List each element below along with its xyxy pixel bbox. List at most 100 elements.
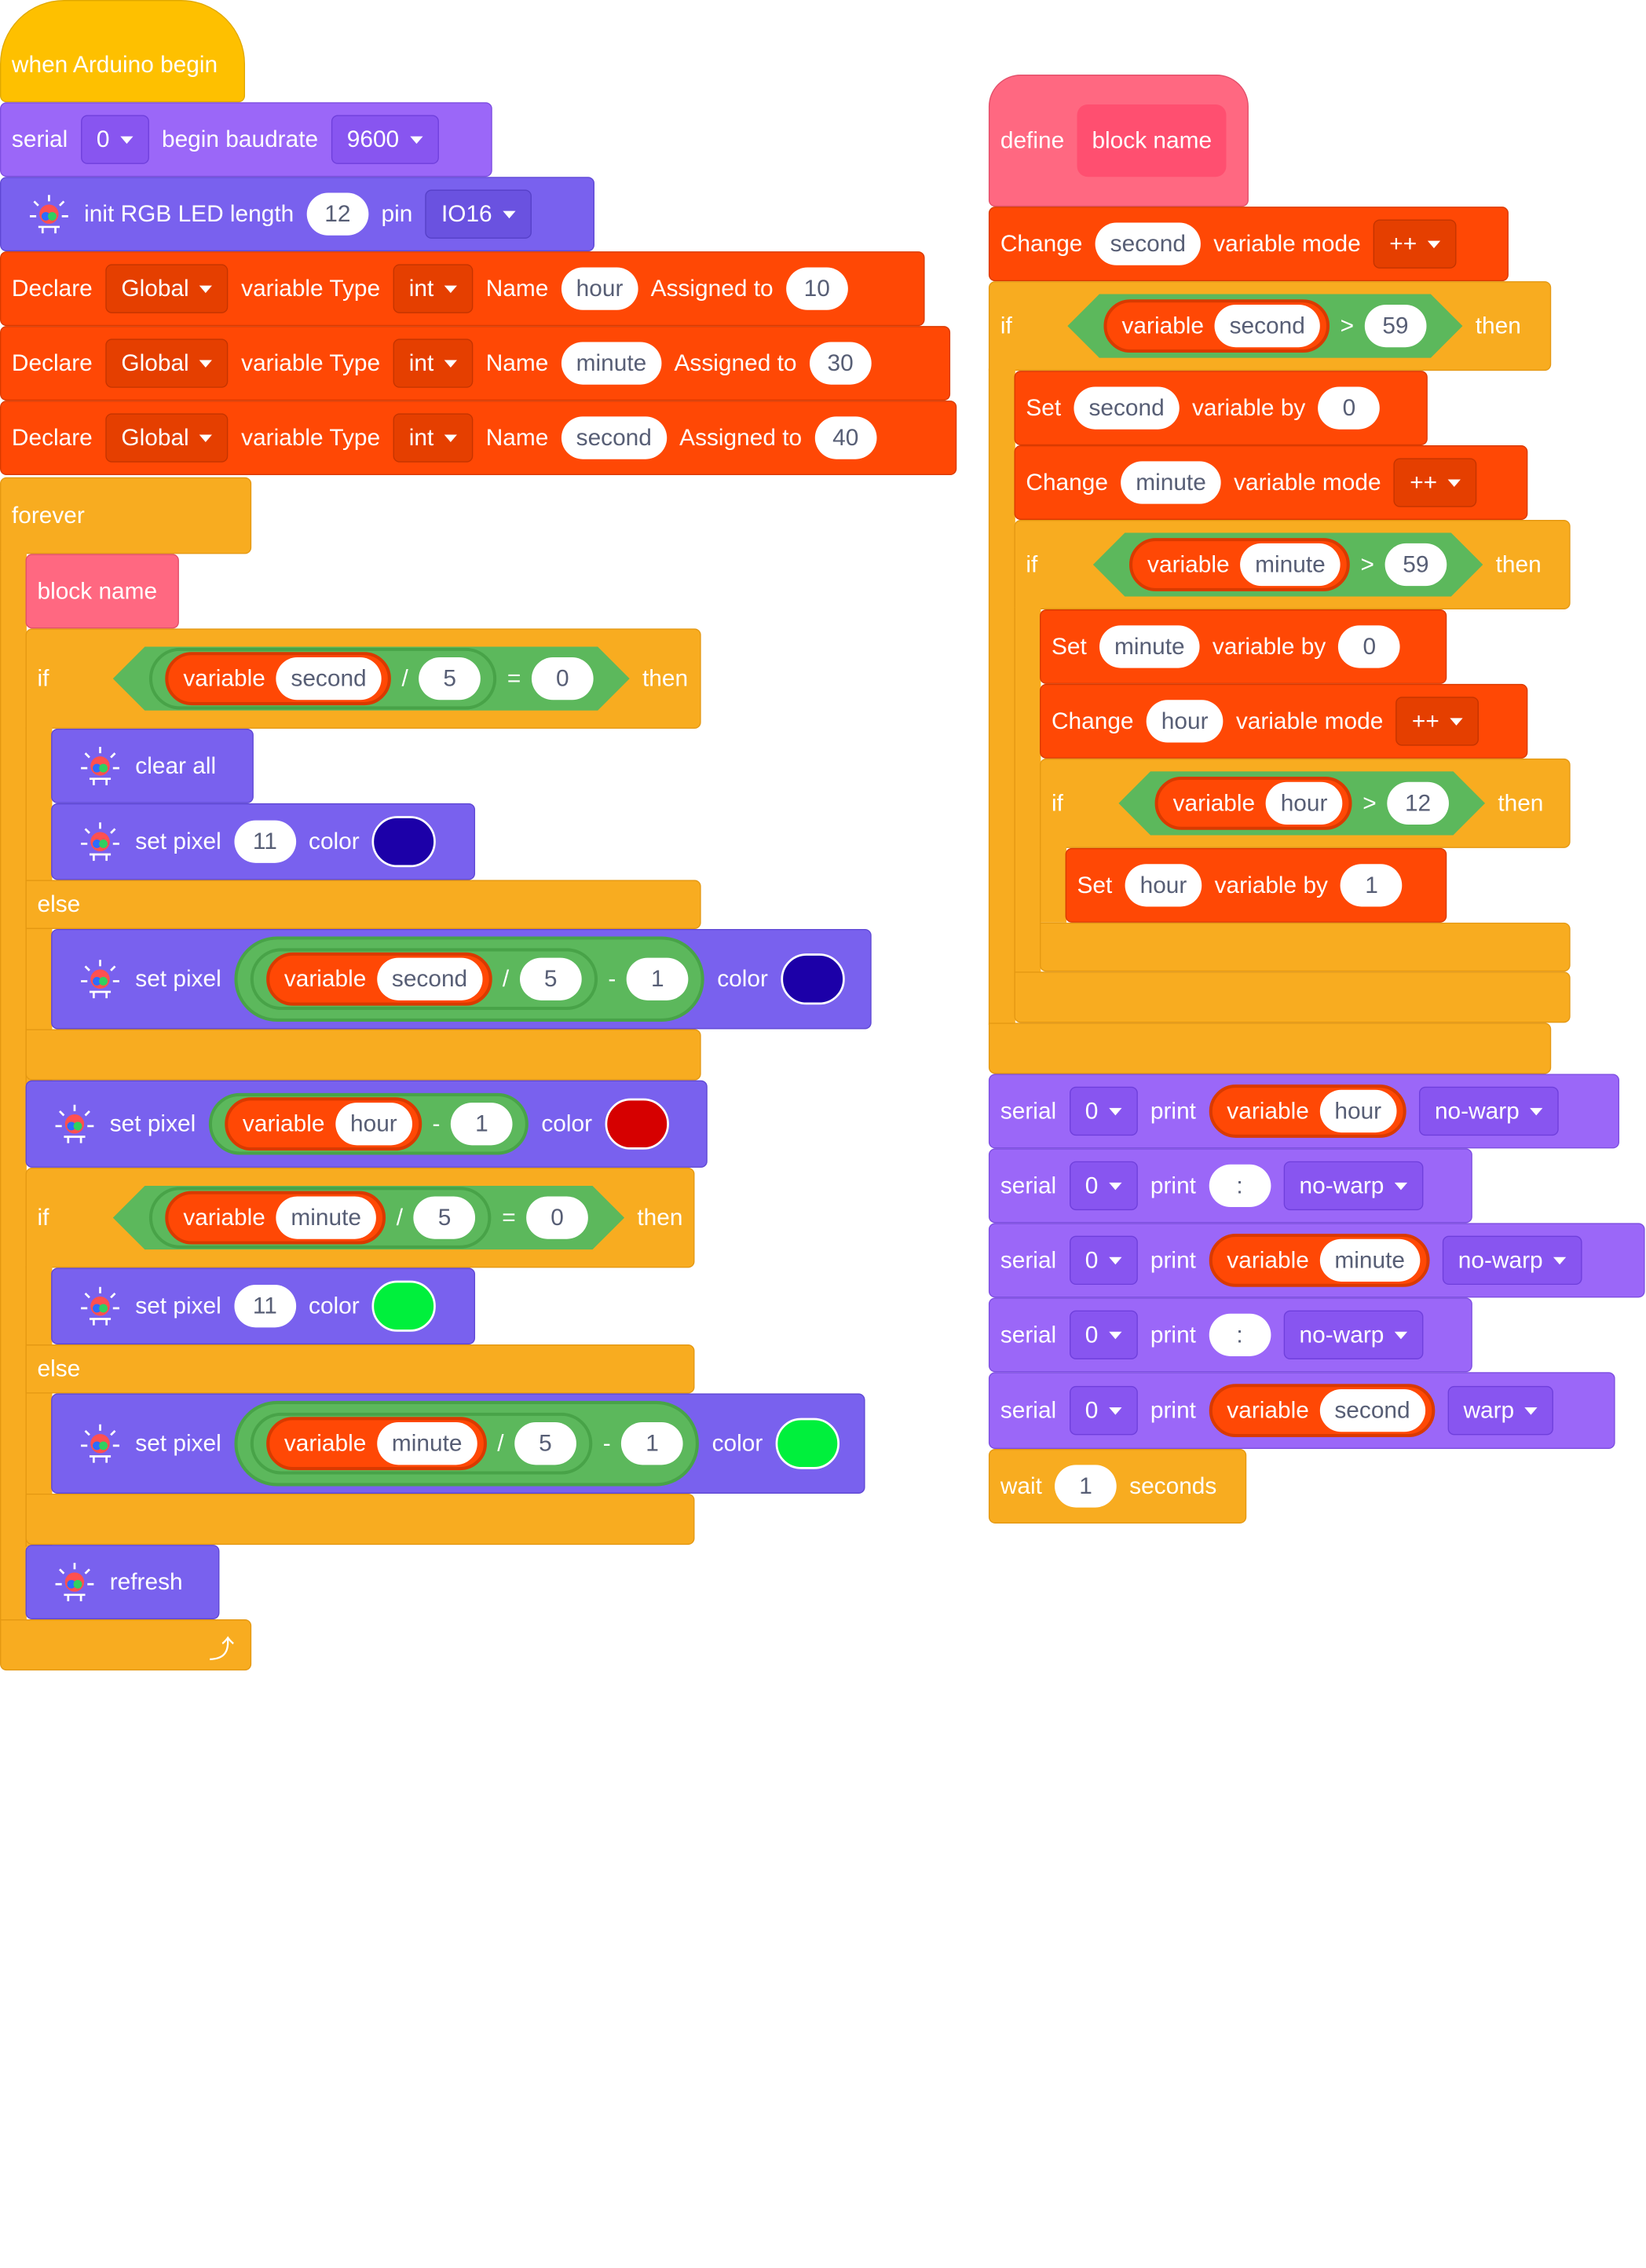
- warp-mode-dropdown[interactable]: no-warp: [1283, 1161, 1424, 1211]
- wait-block[interactable]: wait 1 seconds: [988, 1448, 1247, 1524]
- divisor-input[interactable]: 5: [414, 1196, 476, 1238]
- baudrate-dropdown[interactable]: 9600: [331, 115, 439, 164]
- variable-name-input[interactable]: hour: [1125, 864, 1202, 907]
- scope-dropdown[interactable]: Global: [105, 264, 229, 313]
- compare-value-input[interactable]: 12: [1387, 782, 1449, 825]
- initial-value-input[interactable]: 10: [785, 267, 848, 310]
- serial-port-dropdown[interactable]: 0: [1069, 1235, 1138, 1286]
- subtrahend-input[interactable]: 1: [451, 1103, 513, 1146]
- set-second-block[interactable]: Set second variable by 0: [1014, 371, 1428, 446]
- variable-name[interactable]: second: [276, 657, 381, 700]
- set-minute-block[interactable]: Set minute variable by 0: [1040, 609, 1447, 684]
- when-arduino-begin-block[interactable]: when Arduino begin: [0, 0, 246, 103]
- declare-second-block[interactable]: Declare Global variable Type int Name se…: [0, 401, 957, 476]
- warp-mode-dropdown[interactable]: no-warp: [1283, 1310, 1424, 1360]
- serial-port-dropdown[interactable]: 0: [1069, 1161, 1138, 1211]
- initial-value-input[interactable]: 30: [809, 342, 872, 385]
- serial-port-dropdown[interactable]: 0: [1069, 1310, 1138, 1360]
- clear-all-block[interactable]: clear all: [51, 728, 254, 803]
- compare-value-input[interactable]: 59: [1385, 543, 1447, 586]
- variable-name-input[interactable]: second: [561, 416, 667, 459]
- scope-dropdown[interactable]: Global: [105, 413, 229, 463]
- mode-dropdown[interactable]: ++: [1373, 219, 1457, 269]
- wait-seconds-input[interactable]: 1: [1055, 1465, 1117, 1508]
- type-dropdown[interactable]: int: [393, 338, 474, 388]
- divisor-input[interactable]: 5: [514, 1422, 576, 1465]
- change-hour-block[interactable]: Change hour variable mode ++: [1040, 683, 1528, 759]
- set-value-input[interactable]: 0: [1338, 625, 1401, 668]
- call-block-name[interactable]: block name: [25, 554, 179, 629]
- set-value-input[interactable]: 1: [1341, 864, 1403, 907]
- print-text-input[interactable]: :: [1209, 1313, 1271, 1356]
- init-rgb-led-block[interactable]: init RGB LED length 12 pin IO16: [0, 177, 594, 252]
- pin-dropdown[interactable]: IO16: [425, 189, 532, 239]
- declare-minute-block[interactable]: Declare Global variable Type int Name mi…: [0, 326, 951, 401]
- forever-block[interactable]: forever: [0, 477, 252, 554]
- pixel-index-input[interactable]: 11: [234, 1285, 296, 1328]
- variable-name-input[interactable]: second: [1074, 386, 1180, 430]
- variable-name[interactable]: hour: [1319, 1089, 1397, 1133]
- scope-dropdown[interactable]: Global: [105, 338, 229, 388]
- serial-port-dropdown[interactable]: 0: [1069, 1385, 1138, 1436]
- variable-name[interactable]: second: [1319, 1389, 1425, 1432]
- color-swatch-blue[interactable]: [372, 816, 437, 868]
- variable-name-input[interactable]: minute: [1099, 625, 1200, 668]
- initial-value-input[interactable]: 40: [814, 416, 877, 459]
- refresh-block[interactable]: refresh: [25, 1545, 220, 1620]
- warp-mode-dropdown[interactable]: warp: [1447, 1385, 1554, 1436]
- variable-name-input[interactable]: second: [1095, 222, 1201, 265]
- variable-name-input[interactable]: minute: [561, 342, 662, 385]
- variable-name[interactable]: second: [1215, 305, 1320, 347]
- type-dropdown[interactable]: int: [393, 413, 474, 463]
- compare-value-input[interactable]: 59: [1365, 305, 1427, 347]
- pixel-index-input[interactable]: 11: [234, 820, 296, 863]
- serial-print-colon-block[interactable]: serial 0 print : no-warp: [988, 1297, 1472, 1373]
- color-swatch-blue[interactable]: [781, 953, 845, 1005]
- color-swatch-green[interactable]: [775, 1418, 839, 1469]
- variable-name[interactable]: minute: [1319, 1238, 1420, 1282]
- color-swatch-green[interactable]: [372, 1280, 437, 1332]
- warp-mode-dropdown[interactable]: no-warp: [1442, 1235, 1582, 1286]
- set-pixel-block[interactable]: set pixel 11 color: [51, 1268, 476, 1345]
- variable-name[interactable]: minute: [1240, 543, 1341, 586]
- divisor-input[interactable]: 5: [419, 657, 481, 700]
- change-second-block[interactable]: Change second variable mode ++: [988, 207, 1509, 282]
- set-pixel-block[interactable]: set pixel 11 color: [51, 803, 476, 880]
- variable-name[interactable]: hour: [1266, 782, 1343, 825]
- variable-name-input[interactable]: hour: [1146, 700, 1224, 743]
- warp-mode-dropdown[interactable]: no-warp: [1418, 1086, 1559, 1136]
- serial-port-dropdown[interactable]: 0: [1069, 1086, 1138, 1136]
- subtrahend-input[interactable]: 1: [621, 1422, 683, 1465]
